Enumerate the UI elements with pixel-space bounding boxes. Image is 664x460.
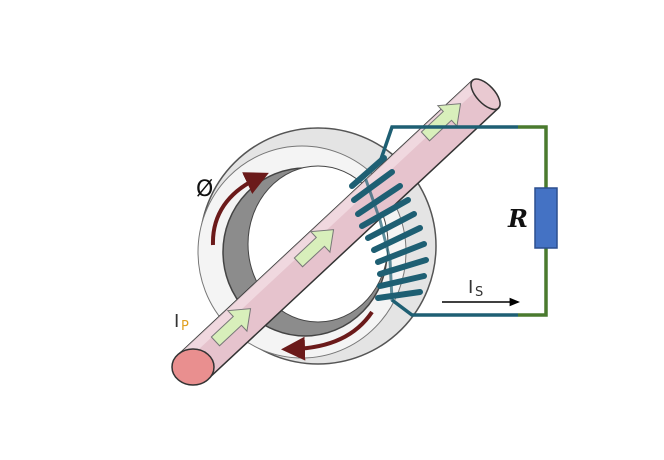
flux-label: Ø xyxy=(196,177,213,202)
flux-arrows xyxy=(210,172,374,361)
secondary-leads xyxy=(378,125,548,317)
secondary-winding xyxy=(349,155,429,302)
resistor-label: R xyxy=(507,204,528,233)
conductor-end-cap xyxy=(171,348,215,386)
arrow-up-right-icon xyxy=(420,103,462,142)
primary-current-subscript: P xyxy=(181,319,189,334)
secondary-current-label: I xyxy=(468,277,473,298)
resistor xyxy=(534,187,558,249)
primary-current-label: I xyxy=(174,311,179,332)
secondary-current-subscript: S xyxy=(475,285,483,300)
primary-conductor xyxy=(171,78,501,386)
arrow-up-right-icon xyxy=(210,308,252,347)
primary-current-arrows xyxy=(210,103,462,347)
curved-arrow-icon xyxy=(210,172,269,246)
arrow-up-right-icon xyxy=(293,229,335,268)
curved-arrow-icon xyxy=(281,310,374,361)
